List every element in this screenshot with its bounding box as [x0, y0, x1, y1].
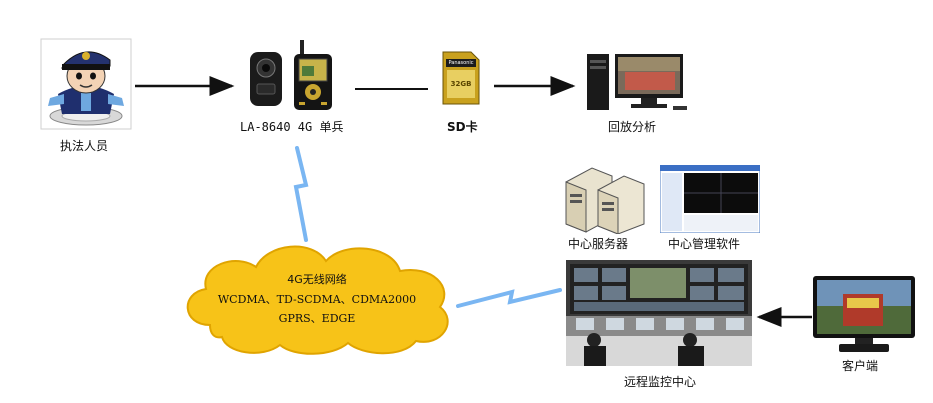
monitor-center-label: 远程监控中心	[624, 375, 697, 389]
client-node	[813, 276, 915, 354]
monitor-center-node	[566, 260, 752, 366]
cloud-icon	[186, 245, 449, 355]
sd-card-icon	[442, 51, 480, 105]
desktop-computer-icon	[587, 54, 687, 110]
playback-node	[585, 50, 690, 112]
lightning-device-to-cloud	[293, 146, 309, 242]
sd-card-label: SD卡	[447, 120, 478, 134]
control-room-image	[566, 260, 752, 366]
software-window-icon	[659, 164, 761, 234]
police-officer-icon	[40, 38, 132, 130]
server-label: 中心服务器	[568, 237, 629, 251]
client-label: 客户端	[842, 359, 879, 373]
device-node	[244, 38, 344, 114]
lightning-cloud-to-center	[456, 288, 562, 308]
software-node	[659, 164, 761, 234]
server-node	[560, 162, 650, 235]
sd-card-capacity: 32GB	[450, 80, 472, 88]
sd-card-node: Panasonic 32GB	[441, 50, 481, 106]
officer-node	[40, 38, 132, 130]
body-camera-icon	[250, 40, 332, 110]
tv-monitor-icon	[813, 276, 915, 352]
network-cloud: 4G无线网络 WCDMA、TD-SCDMA、CDMA2000 GPRS、EDGE	[176, 235, 458, 357]
network-line2: GPRS、EDGE	[278, 312, 356, 325]
software-label: 中心管理软件	[668, 237, 741, 251]
network-line1: WCDMA、TD-SCDMA、CDMA2000	[217, 293, 417, 306]
network-title: 4G无线网络	[287, 273, 347, 286]
device-label: LA-8640 4G 单兵	[240, 120, 344, 134]
server-icon	[565, 167, 645, 235]
playback-label: 回放分析	[608, 120, 657, 134]
sd-card-brand: Panasonic	[448, 60, 474, 66]
officer-label: 执法人员	[60, 139, 109, 153]
